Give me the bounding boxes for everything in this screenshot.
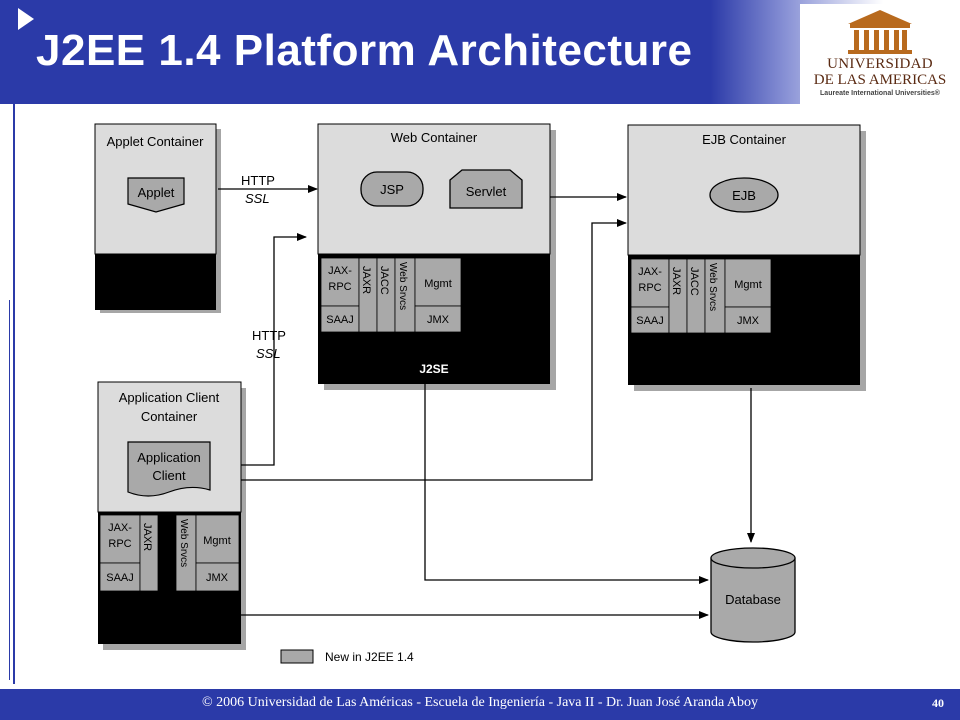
database: Database xyxy=(710,547,796,643)
http-label-top: HTTP xyxy=(241,173,275,188)
servlet-label: Servlet xyxy=(466,184,507,199)
client-jaxrpc-label-2: RPC xyxy=(108,538,131,550)
application-client-shape xyxy=(127,441,211,497)
web-mgmt-label: Mgmt xyxy=(424,278,452,290)
logo-text-line1: UNIVERSIDAD xyxy=(827,56,933,72)
web-container: Web Container JSP Servlet JAX- RPC SAAJ … xyxy=(317,123,556,390)
applet-label: Applet xyxy=(138,185,175,200)
building-icon xyxy=(848,10,912,54)
web-jmx-label: JMX xyxy=(427,314,450,326)
ejb-container: EJB Container EJB JAX- RPC SAAJ JAXR JAC… xyxy=(627,124,866,391)
jsp-shape xyxy=(360,171,424,207)
left-accent-line-thin xyxy=(9,300,10,680)
client-jaxr-label: JAXR xyxy=(141,523,153,551)
app-client-container-title-2: Container xyxy=(141,409,198,424)
web-jaxrpc-label-1: JAX- xyxy=(328,265,352,277)
ssl-label-top: SSL xyxy=(245,191,270,206)
applet-container: Applet Container Applet xyxy=(94,123,221,313)
legend-label: New in J2EE 1.4 xyxy=(325,650,414,664)
http-label-mid: HTTP xyxy=(252,328,286,343)
legend-swatch xyxy=(280,649,314,664)
client-saaj-label: SAAJ xyxy=(106,572,134,584)
footer-text: © 2006 Universidad de Las Américas - Esc… xyxy=(201,695,759,710)
applet-shape xyxy=(127,177,185,213)
web-container-title: Web Container xyxy=(391,130,478,145)
ssl-label-mid: SSL xyxy=(256,346,281,361)
web-jacc-label: JACC xyxy=(378,266,390,295)
logo-text-line2: DE LAS AMERICAS xyxy=(813,72,947,88)
web-websvcs-label: Web Srvcs xyxy=(397,262,408,310)
ejb-jmx-label: JMX xyxy=(737,315,760,327)
client-jaxrpc-label-1: JAX- xyxy=(108,522,132,534)
application-client-label-2: Client xyxy=(152,468,186,483)
legend: New in J2EE 1.4 xyxy=(280,649,414,664)
ejb-websvcs-label: Web Srvcs xyxy=(707,263,718,311)
client-websvcs-label: Web Srvcs xyxy=(178,519,189,567)
client-to-web-arrow xyxy=(241,233,307,466)
slide-footer: © 2006 Universidad de Las Américas - Esc… xyxy=(0,689,960,720)
left-accent-line xyxy=(13,104,15,684)
ejb-jaxrpc-label-2: RPC xyxy=(638,282,661,294)
client-jmx-label: JMX xyxy=(206,572,229,584)
university-logo: UNIVERSIDAD DE LAS AMERICAS Laureate Int… xyxy=(800,4,960,104)
app-client-container: Application Client Container Application… xyxy=(97,381,246,650)
web-saaj-label: SAAJ xyxy=(326,314,354,326)
app-client-container-title-1: Application Client xyxy=(119,390,220,405)
architecture-diagram: Applet Container Applet HTTP SSL Web Con… xyxy=(94,123,866,664)
client-mgmt-label: Mgmt xyxy=(203,535,231,547)
ejb-mgmt-label: Mgmt xyxy=(734,279,762,291)
ejb-jaxr-label: JAXR xyxy=(670,267,682,295)
j2se-label: J2SE xyxy=(419,362,448,376)
application-client-label-1: Application xyxy=(137,450,201,465)
ejb-saaj-label: SAAJ xyxy=(636,315,664,327)
database-label: Database xyxy=(725,592,781,607)
servlet-shape xyxy=(449,169,523,209)
database-cylinder-icon xyxy=(710,558,796,643)
slide-title: J2EE 1.4 Platform Architecture xyxy=(36,26,693,75)
bullet-arrow-icon xyxy=(18,8,34,30)
ejb-label: EJB xyxy=(732,188,756,203)
ejb-shape xyxy=(709,177,779,213)
applet-container-title: Applet Container xyxy=(107,134,205,149)
ejb-container-title: EJB Container xyxy=(702,132,786,147)
page-number: 40 xyxy=(932,696,944,710)
web-jaxrpc-label-2: RPC xyxy=(328,281,351,293)
jsp-label: JSP xyxy=(380,182,404,197)
web-jaxr-label: JAXR xyxy=(360,266,372,294)
logo-text-line3: Laureate International Universities® xyxy=(820,90,940,97)
ejb-jacc-label: JACC xyxy=(688,267,700,296)
client-to-ejb-arrow xyxy=(241,219,627,481)
ejb-jaxrpc-label-1: JAX- xyxy=(638,266,662,278)
web-to-database-arrow xyxy=(424,384,709,584)
